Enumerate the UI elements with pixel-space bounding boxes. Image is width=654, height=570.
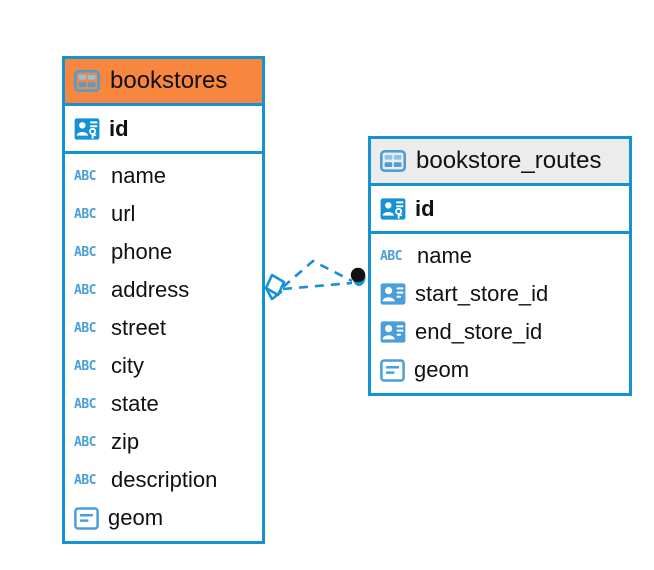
field-row-end-store-id[interactable]: end_store_id xyxy=(371,313,629,351)
field-label-geom: geom xyxy=(414,357,470,382)
field-label-address: address xyxy=(111,277,190,302)
entity-bookstores[interactable]: bookstores id ABC name xyxy=(62,56,265,544)
table-icon xyxy=(380,150,406,172)
text-type-icon: ABC xyxy=(74,434,96,450)
geometry-type-icon xyxy=(380,358,405,382)
field-row-city[interactable]: ABC city xyxy=(65,347,262,385)
text-type-icon: ABC xyxy=(380,248,402,264)
field-row-geom[interactable]: geom xyxy=(65,499,262,537)
field-row-url[interactable]: ABC url xyxy=(65,195,262,233)
text-type-icon: ABC xyxy=(74,472,96,488)
text-type-icon: ABC xyxy=(74,320,96,336)
field-row-state[interactable]: ABC state xyxy=(65,385,262,423)
field-row-id[interactable]: id xyxy=(65,106,262,151)
field-row-phone[interactable]: ABC phone xyxy=(65,233,262,271)
field-row-geom[interactable]: geom xyxy=(371,351,629,389)
text-type-icon: ABC xyxy=(74,396,96,412)
field-label-city: city xyxy=(111,353,144,378)
entity-header-bookstores[interactable]: bookstores xyxy=(65,59,262,106)
geometry-type-icon xyxy=(74,506,99,530)
field-label-geom: geom xyxy=(108,505,164,530)
field-row-address[interactable]: ABC address xyxy=(65,271,262,309)
primary-key-icon xyxy=(74,117,100,140)
filled-circle-endpoint-icon[interactable] xyxy=(350,267,366,286)
entity-bookstore-routes[interactable]: bookstore_routes id ABC na xyxy=(368,136,632,396)
field-row-id[interactable]: id xyxy=(371,186,629,231)
field-label-state: state xyxy=(111,391,159,416)
field-label-street: street xyxy=(111,315,167,340)
relationship-line-lower xyxy=(282,281,353,291)
field-row-start-store-id[interactable]: start_store_id xyxy=(371,275,629,313)
table-icon xyxy=(74,70,100,92)
primary-key-section-bookstores: id xyxy=(65,106,262,154)
text-type-icon: ABC xyxy=(74,282,96,298)
text-type-icon: ABC xyxy=(74,244,96,260)
field-row-name[interactable]: ABC name xyxy=(65,157,262,195)
primary-key-section-bookstore-routes: id xyxy=(371,186,629,234)
entity-title-bookstores: bookstores xyxy=(110,67,228,94)
field-label-zip: zip xyxy=(111,429,140,454)
entity-title-bookstore-routes: bookstore_routes xyxy=(416,147,602,174)
entity-header-bookstore-routes[interactable]: bookstore_routes xyxy=(371,139,629,186)
diamond-endpoint-icon[interactable] xyxy=(264,273,286,301)
field-label-phone: phone xyxy=(111,239,173,264)
foreign-key-icon xyxy=(380,321,406,343)
columns-section-bookstore-routes: ABC name start_store_id xyxy=(371,234,629,393)
field-label-name: name xyxy=(417,243,473,268)
field-row-street[interactable]: ABC street xyxy=(65,309,262,347)
field-label-id: id xyxy=(415,195,435,221)
primary-key-icon xyxy=(380,197,406,220)
field-label-id: id xyxy=(109,115,129,141)
field-label-start-store-id: start_store_id xyxy=(415,281,549,306)
field-row-description[interactable]: ABC description xyxy=(65,461,262,499)
relationship-line-upper xyxy=(282,259,353,288)
text-type-icon: ABC xyxy=(74,168,96,184)
text-type-icon: ABC xyxy=(74,358,96,374)
field-label-name: name xyxy=(111,163,167,188)
field-row-zip[interactable]: ABC zip xyxy=(65,423,262,461)
field-label-url: url xyxy=(111,201,136,226)
field-label-description: description xyxy=(111,467,218,492)
text-type-icon: ABC xyxy=(74,206,96,222)
field-label-end-store-id: end_store_id xyxy=(415,319,543,344)
foreign-key-icon xyxy=(380,283,406,305)
columns-section-bookstores: ABC name ABC url ABC phone ABC address A… xyxy=(65,154,262,541)
field-row-name[interactable]: ABC name xyxy=(371,237,629,275)
